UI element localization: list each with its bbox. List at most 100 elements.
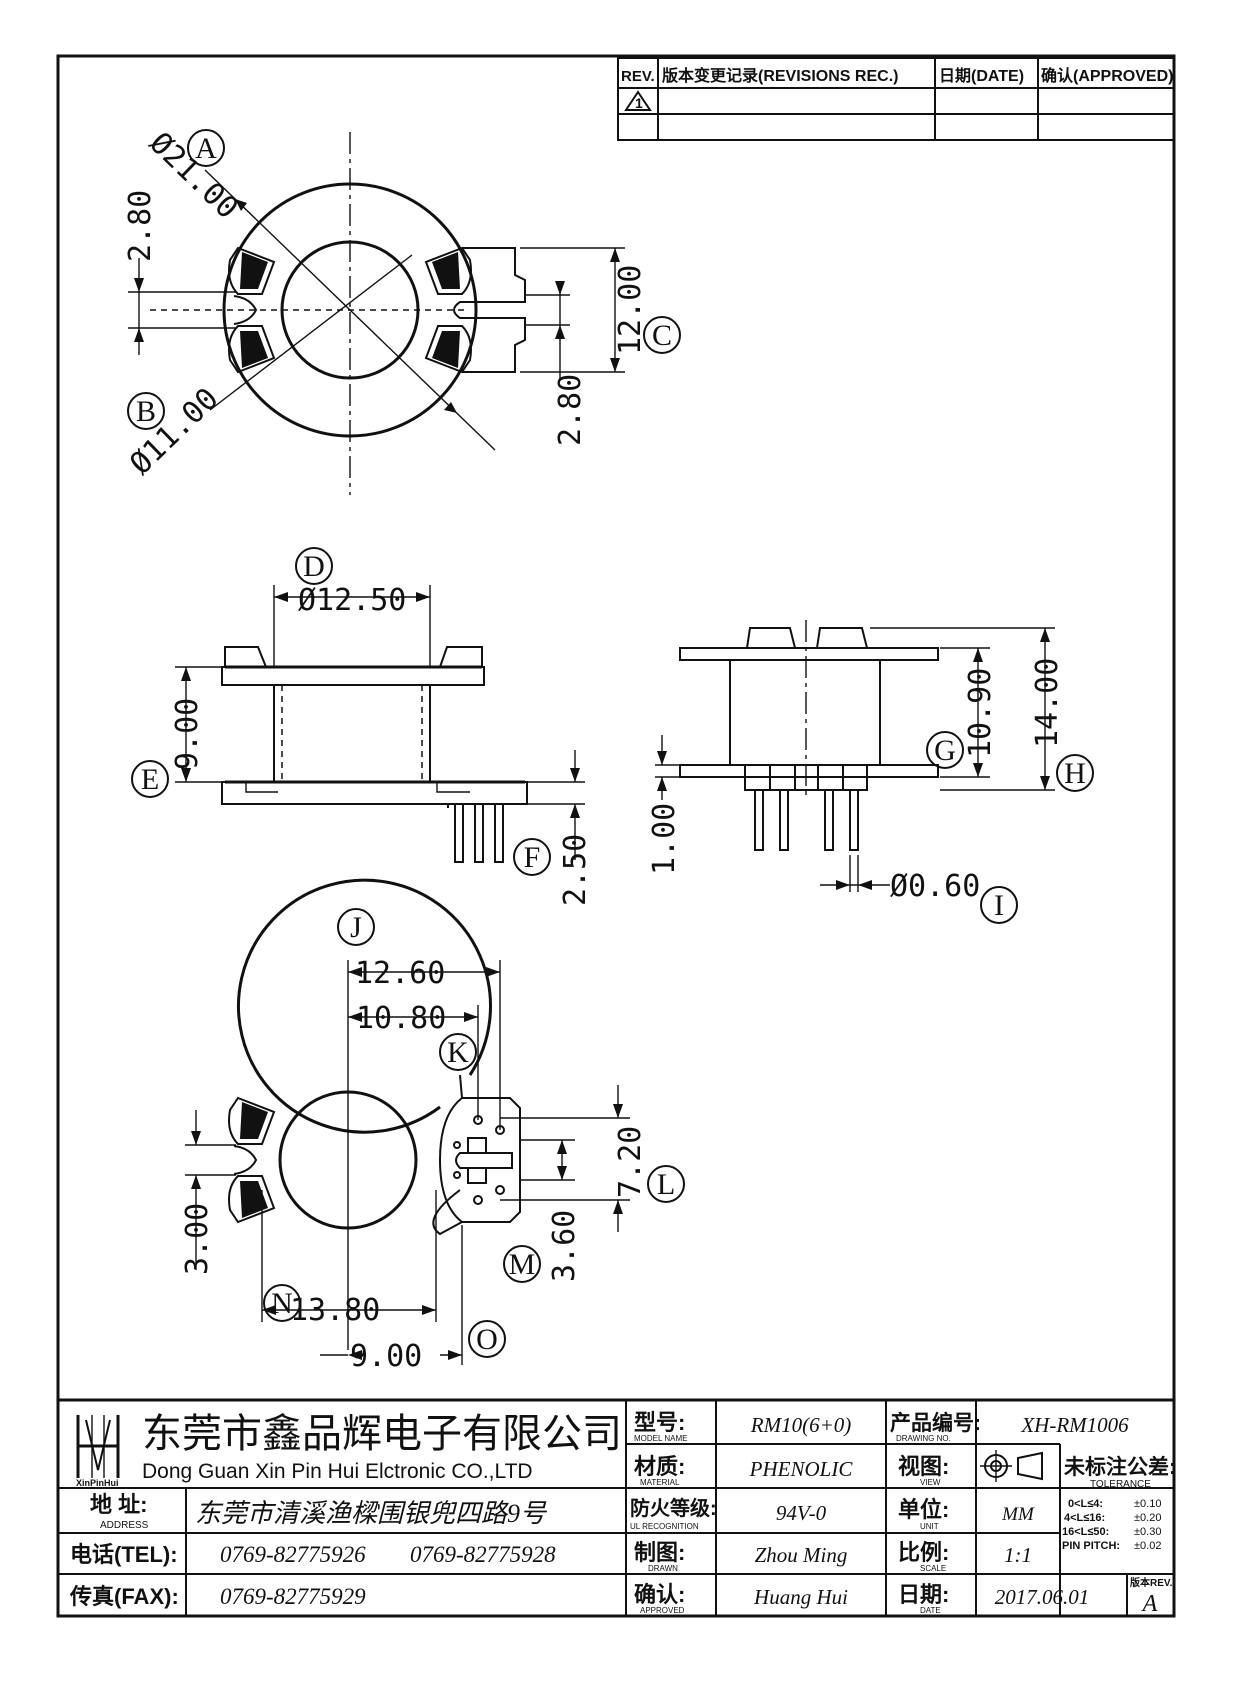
material-value: PHENOLIC	[749, 1457, 854, 1481]
svg-text:N: N	[271, 1287, 293, 1320]
dim-2-50: 2.50	[558, 834, 593, 906]
svg-text:J: J	[350, 911, 362, 944]
marker-n: N	[263, 1284, 301, 1322]
address-label: 地 址:	[90, 1492, 147, 1517]
scale-label-en: SCALE	[920, 1564, 946, 1573]
tolerance-value-3: ±0.30	[1134, 1526, 1161, 1538]
date-label-en: DATE	[920, 1606, 941, 1615]
drawn-value: Zhou Ming	[755, 1543, 848, 1567]
rev-triangle-number: 1	[635, 95, 643, 111]
marker-i: I	[980, 886, 1018, 924]
tel-value-2: 0769-82775928	[410, 1542, 556, 1567]
side-view	[655, 620, 1055, 892]
svg-text:D: D	[303, 550, 325, 583]
drawing-no-label: 产品编号:	[890, 1411, 981, 1435]
svg-text:A: A	[195, 132, 217, 165]
fax-value: 0769-82775929	[220, 1584, 366, 1609]
dim-9-00-bottom: 9.00	[350, 1339, 422, 1374]
dim-10-80: 10.80	[356, 1001, 446, 1036]
projection-symbol-icon	[980, 1450, 1043, 1482]
approved-label-en: APPROVED	[640, 1606, 685, 1615]
tolerance-range-1: 0<L≤4:	[1068, 1498, 1103, 1510]
marker-m: M	[503, 1245, 541, 1283]
front-view	[175, 585, 585, 863]
tolerance-value-2: ±0.20	[1134, 1512, 1161, 1524]
marker-k: K	[439, 1033, 477, 1071]
dim-12-60: 12.60	[355, 956, 445, 991]
approved-value: Huang Hui	[753, 1585, 848, 1609]
svg-text:L: L	[657, 1168, 675, 1201]
marker-l: L	[647, 1165, 685, 1203]
date-label: 日期:	[898, 1582, 949, 1607]
address-label-en: ADDRESS	[100, 1520, 149, 1531]
svg-text:H: H	[1064, 757, 1086, 790]
dim-12-00: 12.00	[613, 265, 648, 355]
tel-label: 电话(TEL):	[70, 1542, 178, 1567]
markers: A B C D E F G H I J K L M N O	[127, 129, 1094, 1358]
unit-label: 单位:	[898, 1497, 949, 1522]
dim-2-80-right: 2.80	[553, 374, 588, 446]
drawn-label-en: DRAWN	[648, 1564, 678, 1573]
drawn-label: 制图:	[634, 1540, 685, 1565]
model-label-en: MODEL NAME	[634, 1434, 688, 1443]
revision-table: REV. 版本变更记录(REVISIONS REC.) 日期(DATE) 确认(…	[617, 57, 1175, 141]
svg-text:C: C	[652, 319, 672, 352]
bottom-view	[185, 878, 630, 1365]
tolerance-range-2: 4<L≤16:	[1064, 1512, 1105, 1524]
dim-dia0-60: Ø0.60	[890, 869, 980, 904]
view-label: 视图:	[898, 1454, 949, 1479]
revisions-header: 版本变更记录(REVISIONS REC.)	[661, 66, 898, 85]
dim-14-00: 14.00	[1030, 658, 1065, 748]
dim-dia12-50: Ø12.50	[298, 583, 406, 618]
scale-value: 1:1	[1004, 1543, 1032, 1567]
fire-value: 94V-0	[776, 1501, 827, 1525]
material-label: 材质:	[634, 1454, 685, 1479]
svg-text:E: E	[141, 763, 159, 796]
tolerance-range-4: PIN PITCH:	[1062, 1540, 1120, 1552]
dim-7-20: 7.20	[613, 1126, 648, 1198]
unit-label-en: UNIT	[920, 1522, 939, 1531]
approved-header: 确认(APPROVED)	[1041, 66, 1173, 85]
unit-value: MM	[1001, 1504, 1035, 1525]
tolerance-value-1: ±0.10	[1134, 1498, 1161, 1510]
address-value: 东莞市清溪渔樑围银兜四路9号	[195, 1499, 548, 1528]
dim-3-00: 3.00	[180, 1203, 215, 1275]
marker-h: H	[1056, 754, 1094, 792]
scale-label: 比例:	[898, 1540, 949, 1565]
rev-triangle-icon	[624, 90, 652, 111]
svg-text:K: K	[447, 1036, 469, 1069]
fire-label-en: UL RECOGNITION	[630, 1522, 699, 1531]
view-label-en: VIEW	[920, 1478, 941, 1487]
svg-text:G: G	[934, 734, 956, 767]
tolerance-title-en: TOLERANCE	[1090, 1479, 1151, 1490]
marker-b: B	[127, 392, 165, 430]
top-view	[128, 132, 625, 495]
marker-j: J	[337, 908, 375, 946]
svg-text:I: I	[994, 889, 1004, 922]
marker-g: G	[926, 731, 964, 769]
marker-e: E	[131, 760, 169, 798]
marker-c: C	[643, 316, 681, 354]
marker-f: F	[513, 838, 551, 876]
rev-header: REV.	[621, 68, 655, 85]
tolerance-value-4: ±0.02	[1134, 1540, 1161, 1552]
dim-13-80: 13.80	[290, 1293, 380, 1328]
marker-o: O	[468, 1320, 506, 1358]
dim-9-00: 9.00	[170, 698, 205, 770]
drawing-no-value: XH-RM1006	[1020, 1413, 1129, 1437]
rev-label: 版本REV.	[1130, 1576, 1173, 1589]
fax-label: 传真(FAX):	[69, 1584, 179, 1609]
dim-10-90: 10.90	[963, 668, 998, 758]
dim-1-00: 1.00	[647, 803, 682, 875]
model-label: 型号:	[634, 1410, 685, 1435]
dim-2-80-left: 2.80	[123, 190, 158, 262]
marker-d: D	[295, 547, 333, 585]
model-value: RM10(6+0)	[750, 1413, 851, 1437]
dim-3-60: 3.60	[547, 1210, 582, 1282]
tolerance-range-3: 16<L≤50:	[1062, 1526, 1109, 1538]
approved-label: 确认:	[634, 1582, 685, 1607]
material-label-en: MATERIAL	[640, 1478, 680, 1487]
tel-value-1: 0769-82775926	[220, 1542, 366, 1567]
date-value: 2017.06.01	[995, 1585, 1090, 1609]
